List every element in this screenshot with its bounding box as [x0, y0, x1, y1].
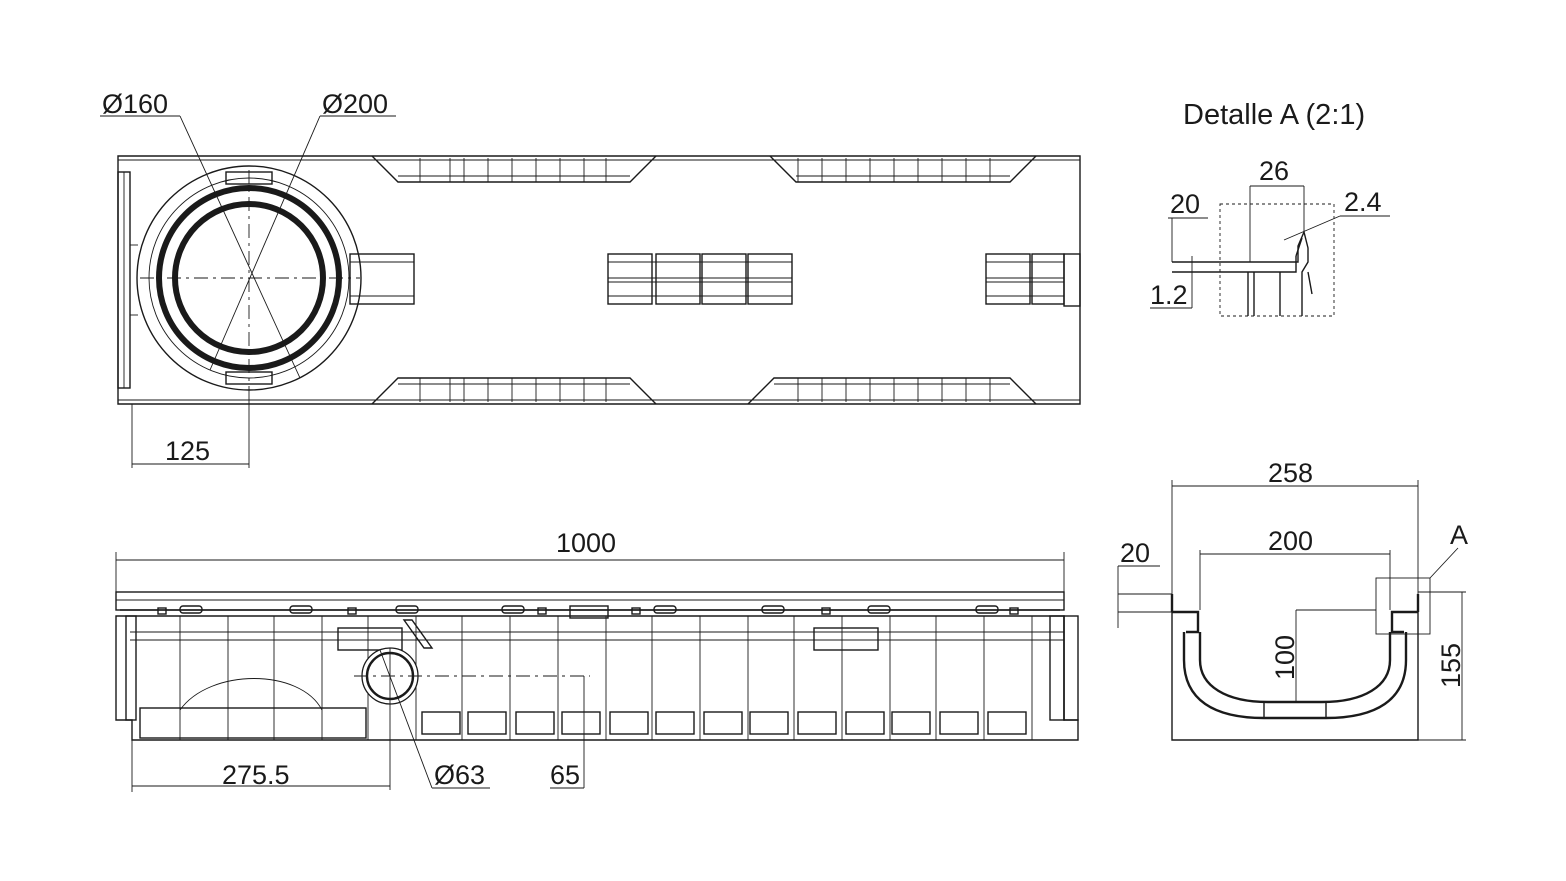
detail-thickness-label: 1.2 — [1150, 280, 1188, 310]
flange-label: 20 — [1120, 538, 1150, 568]
detail-lip-label: 2.4 — [1344, 187, 1382, 217]
detail-a: Detalle A (2:1) 26 20 2.4 1.2 — [1150, 99, 1390, 317]
inner-depth-label: 100 — [1270, 635, 1300, 680]
outlet-pos-label: 275.5 — [222, 760, 290, 790]
length-label: 1000 — [556, 528, 616, 558]
inner-width-label: 200 — [1268, 526, 1313, 556]
cross-section: 258 200 20 100 155 A — [1117, 458, 1468, 741]
offset-label: 125 — [165, 436, 210, 466]
top-view: Ø160 Ø200 125 — [100, 89, 1081, 468]
detail-width-label: 26 — [1259, 156, 1289, 186]
detail-title: Detalle A (2:1) — [1183, 99, 1365, 131]
dia-large-label: Ø200 — [322, 89, 388, 119]
side-view: 1000 275.5 Ø63 65 — [115, 528, 1079, 792]
dia-small-label: Ø160 — [102, 89, 168, 119]
outer-width-label: 258 — [1268, 458, 1313, 488]
detail-ref-label: A — [1450, 520, 1468, 550]
detail-depth-label: 20 — [1170, 189, 1200, 219]
outlet-dia-label: Ø63 — [434, 760, 485, 790]
total-height-label: 155 — [1436, 643, 1466, 688]
outlet-height-label: 65 — [550, 760, 580, 790]
